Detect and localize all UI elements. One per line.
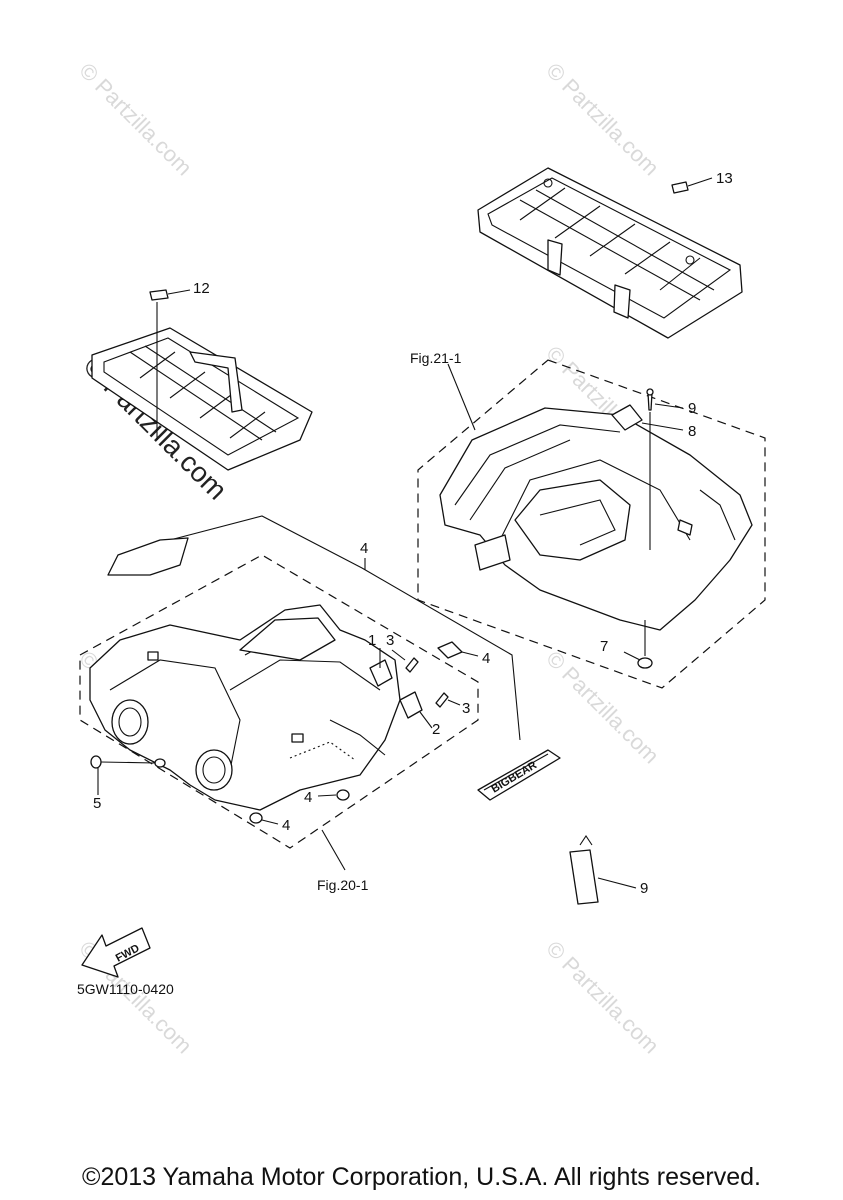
rear-fender (439, 407, 753, 631)
callout-12: 12 (193, 280, 210, 297)
emblem-text: BIGBEAR (489, 759, 539, 795)
callout-11: 9 (640, 880, 648, 897)
callout-4: 4 (282, 817, 290, 834)
figure-ref-front: Fig.20-1 (317, 877, 369, 893)
assembly-6-bracket (169, 515, 521, 741)
rear-carrier (477, 167, 743, 339)
callout-9: 9 (688, 400, 696, 417)
plate-8 (611, 404, 643, 431)
label-12 (149, 289, 169, 301)
callout-2: 2 (432, 721, 440, 738)
diagram-code: 5GW1110-0420 (77, 981, 174, 997)
callout-10: 7 (600, 638, 608, 655)
label-5 (437, 641, 463, 659)
grommet-10 (637, 657, 653, 669)
callout-7: 5 (93, 795, 101, 812)
watermark: © Partzilla.com (74, 58, 197, 181)
seat-pad (107, 537, 189, 576)
callout-5: 4 (482, 650, 490, 667)
callout-13: 13 (716, 170, 733, 187)
screw-3 (435, 692, 449, 708)
watermark: © Partzilla.com (541, 58, 664, 181)
watermark: © Partzilla.com (541, 936, 664, 1059)
callout-6: 4 (360, 540, 368, 557)
emblem: BIGBEAR (477, 749, 561, 801)
callout-8: 8 (688, 423, 696, 440)
front-fender (89, 604, 401, 811)
rear-fender-group-outline (417, 359, 766, 689)
figure-ref-rear: Fig.21-1 (410, 350, 462, 366)
plate-2 (399, 691, 423, 719)
callout-4: 4 (304, 789, 312, 806)
callout-1: 1 (368, 632, 376, 649)
fwd-arrow-icon: FWD (81, 927, 151, 978)
grommet-7 (90, 755, 102, 769)
tag-11 (569, 835, 599, 905)
label-13 (671, 181, 689, 194)
screw-3 (405, 657, 419, 673)
callout-3: 3 (462, 700, 470, 717)
clip-4 (249, 812, 263, 824)
callout-3: 3 (386, 632, 394, 649)
copyright-notice: ©2013 Yamaha Motor Corporation, U.S.A. A… (82, 1163, 761, 1191)
front-fender-group-outline (79, 554, 479, 849)
clip-4 (336, 789, 350, 801)
front-carrier (91, 327, 313, 471)
